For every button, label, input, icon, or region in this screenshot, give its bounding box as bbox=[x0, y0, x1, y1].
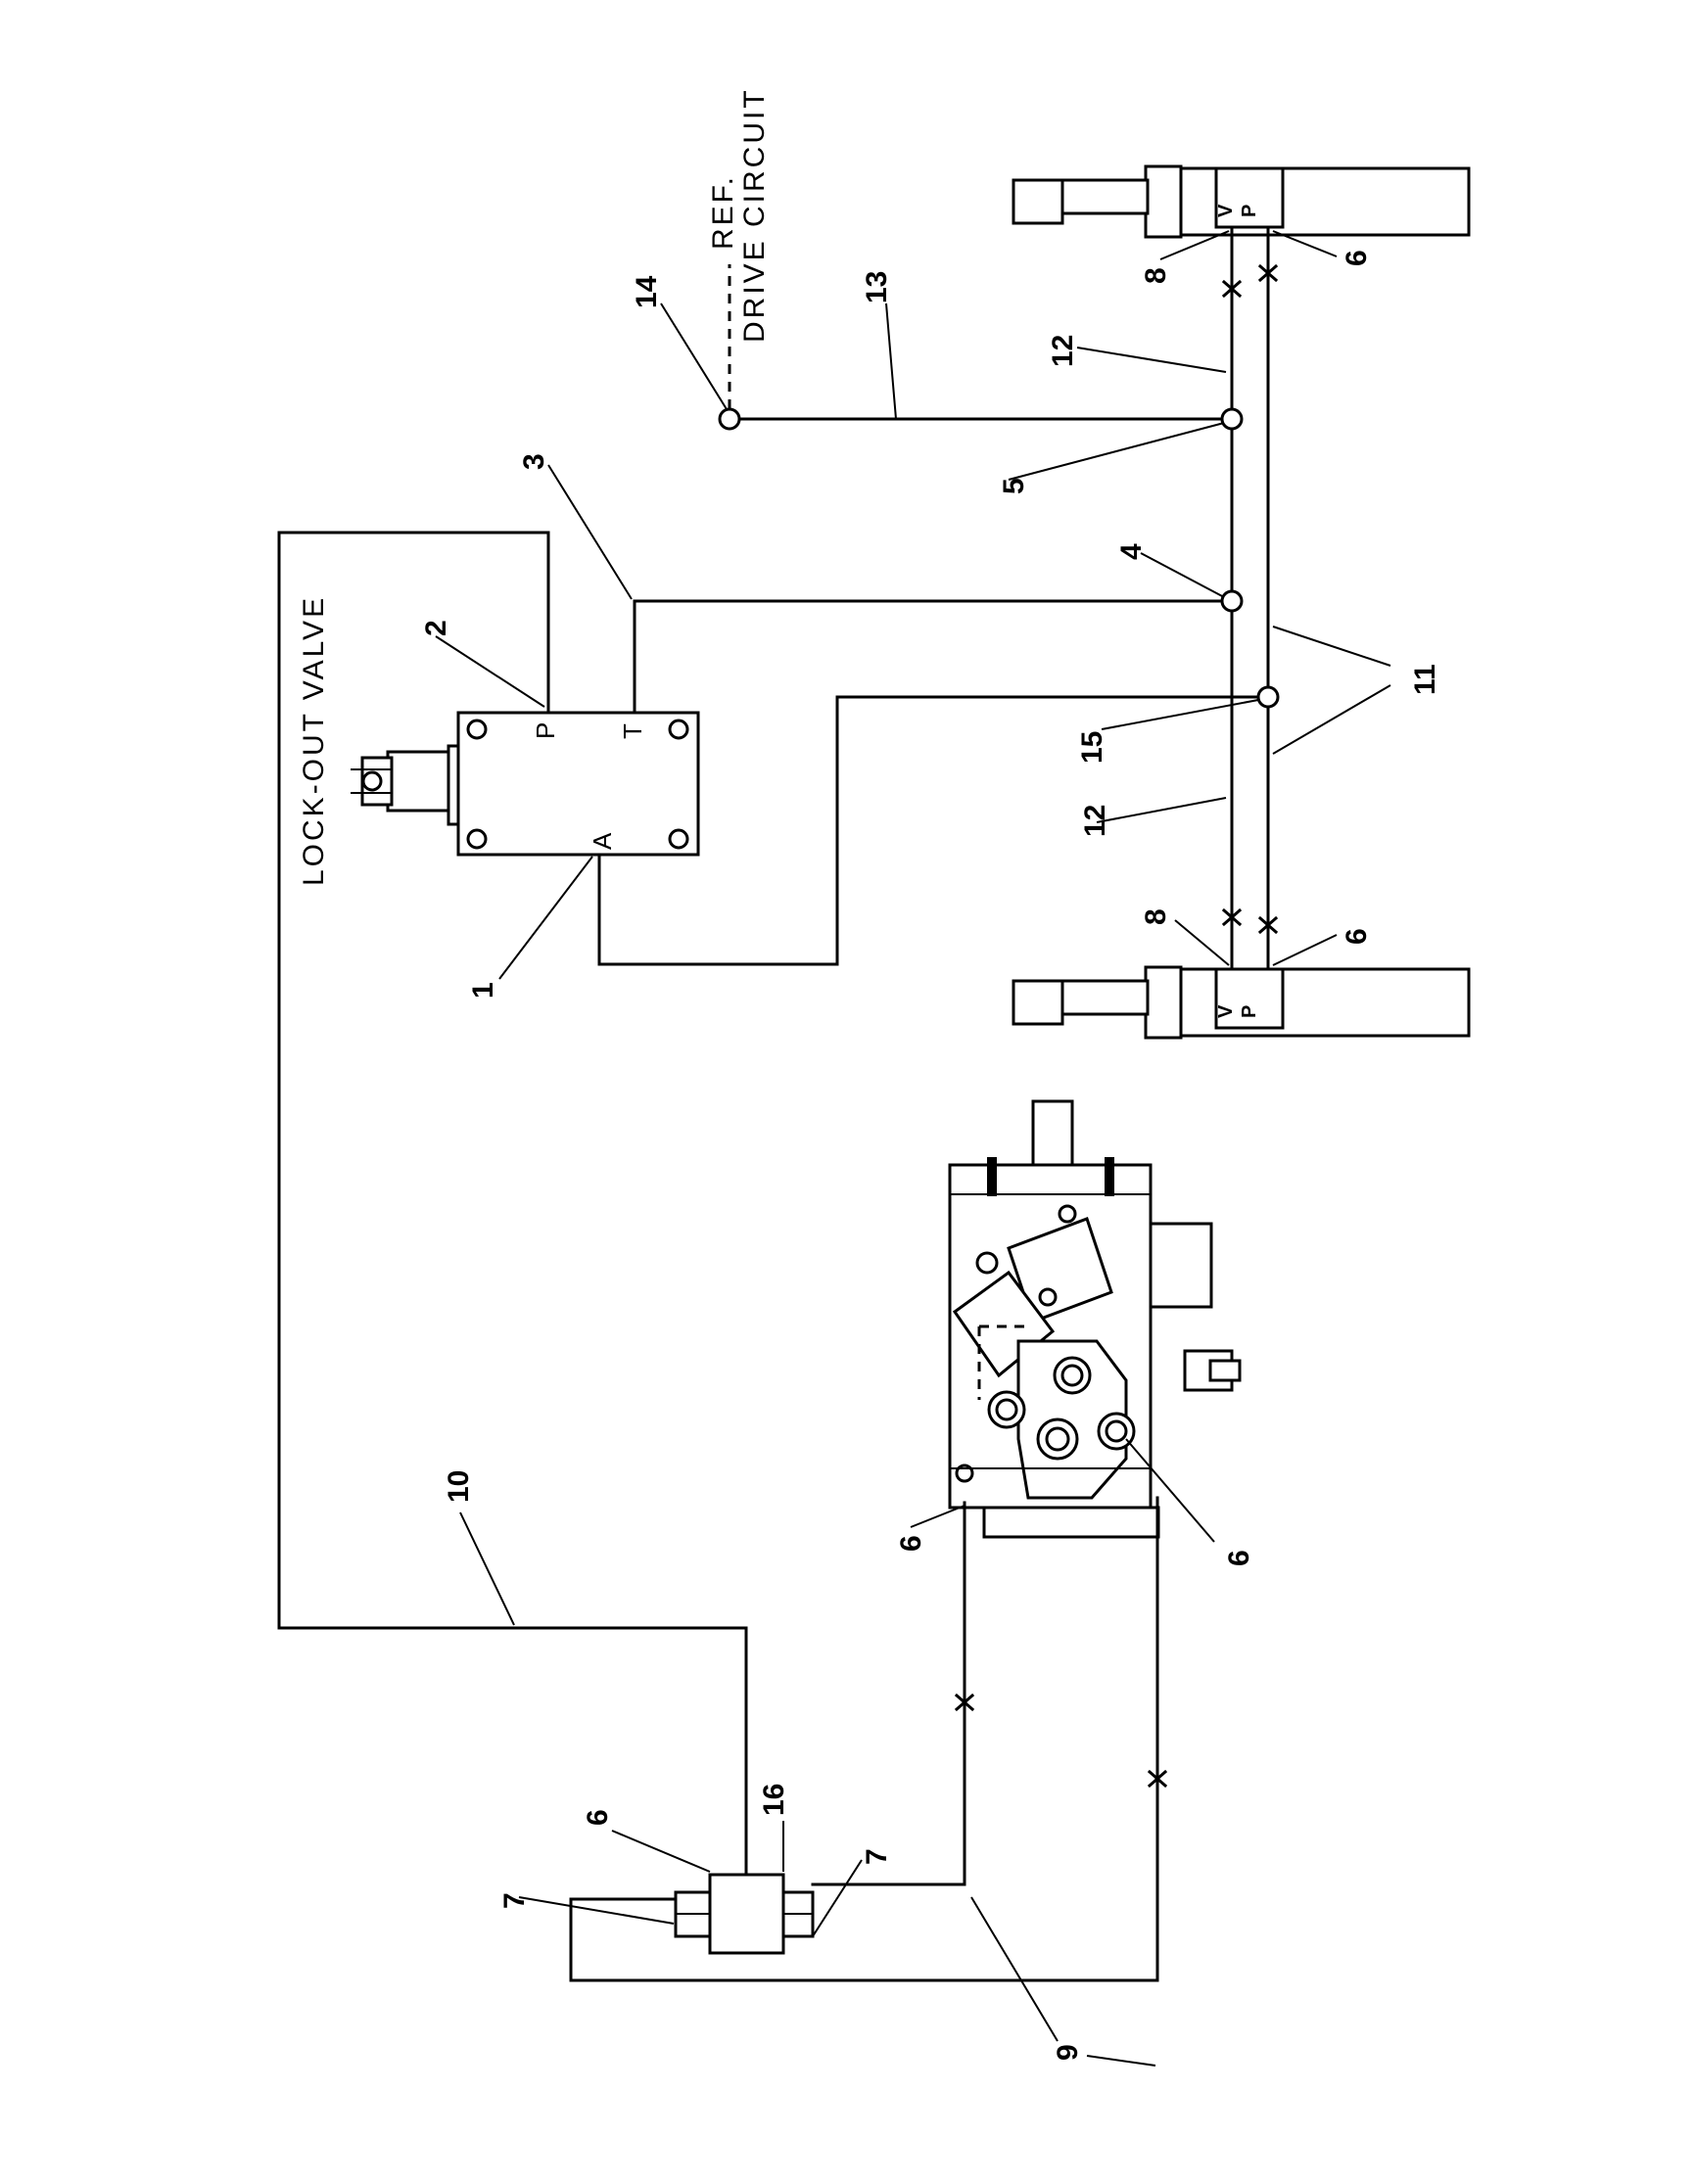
fitting-5 bbox=[1220, 407, 1244, 431]
upper-cylinder-port-p: P bbox=[1239, 205, 1260, 217]
callout-9: 9 bbox=[1052, 2044, 1084, 2061]
callout-5: 5 bbox=[998, 478, 1030, 494]
drive-circuit-label: DRIVE CIRCUIT bbox=[738, 87, 771, 343]
valve-port-a: A bbox=[588, 832, 617, 850]
callout-14: 14 bbox=[631, 275, 663, 308]
callout-15: 15 bbox=[1076, 731, 1108, 764]
callout-6-upper-cylinder: 6 bbox=[1341, 250, 1373, 266]
callout-8-upper: 8 bbox=[1140, 267, 1172, 284]
callout-6-pump-left: 6 bbox=[895, 1535, 927, 1552]
fitting-14 bbox=[718, 407, 741, 431]
lower-cylinder-port-v: V bbox=[1215, 1004, 1237, 1018]
callout-12-upper: 12 bbox=[1047, 335, 1079, 367]
lockout-valve: P T A bbox=[351, 711, 700, 857]
drive-circuit-line bbox=[718, 264, 1224, 431]
valve-lines bbox=[277, 531, 1260, 1877]
fitting-4 bbox=[1220, 589, 1244, 613]
callout-16: 16 bbox=[758, 1784, 790, 1816]
callout-3: 3 bbox=[518, 453, 550, 470]
bottom-valve bbox=[674, 1873, 815, 1955]
valve-port-p: P bbox=[531, 722, 560, 739]
fitting-15 bbox=[1256, 685, 1280, 709]
cylinder-lines bbox=[1220, 225, 1280, 971]
callout-6-bottom-valve: 6 bbox=[582, 1809, 614, 1826]
upper-cylinder-port-v: V bbox=[1215, 204, 1237, 217]
callout-11: 11 bbox=[1409, 664, 1441, 695]
lockout-valve-label: LOCK-OUT VALVE bbox=[298, 595, 330, 886]
lower-cylinder-port-p: P bbox=[1239, 1005, 1260, 1018]
callout-8-lower: 8 bbox=[1140, 908, 1172, 925]
ref-label: REF. bbox=[707, 174, 739, 250]
pump-lines bbox=[569, 1496, 1168, 1982]
callout-2: 2 bbox=[420, 620, 452, 636]
upper-cylinder: V P bbox=[1012, 164, 1471, 239]
hydraulic-pump bbox=[948, 1099, 1242, 1539]
callouts: 1 2 3 4 5 6 6 6 6 6 7 7 8 bbox=[420, 230, 1441, 2067]
valve-port-t: T bbox=[618, 723, 647, 739]
callout-6-lower-cylinder: 6 bbox=[1341, 928, 1373, 945]
callout-10: 10 bbox=[443, 1470, 475, 1503]
callout-7-left: 7 bbox=[498, 1892, 531, 1909]
lower-cylinder: V P bbox=[1012, 965, 1471, 1040]
callout-1: 1 bbox=[467, 982, 499, 999]
callout-6-pump-right: 6 bbox=[1223, 1550, 1255, 1566]
callout-13: 13 bbox=[861, 271, 893, 303]
callout-4: 4 bbox=[1115, 543, 1148, 560]
callout-7-right: 7 bbox=[861, 1848, 893, 1865]
callout-12-lower: 12 bbox=[1079, 805, 1111, 837]
